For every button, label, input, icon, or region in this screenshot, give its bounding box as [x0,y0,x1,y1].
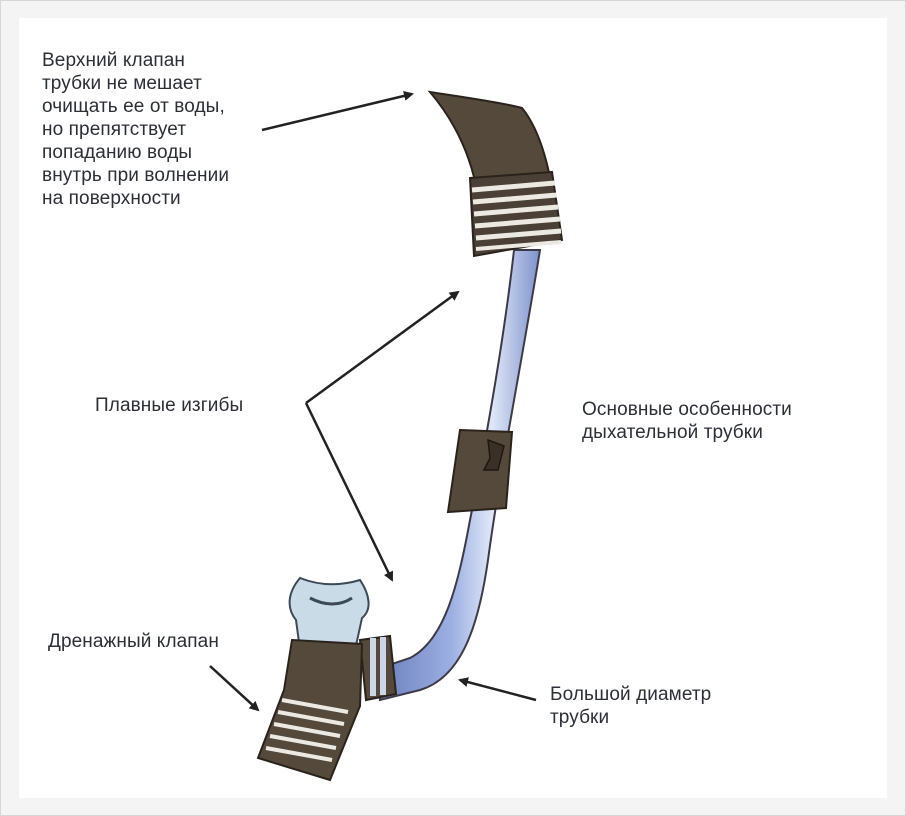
mouthpiece [288,576,370,651]
snorkel-tube [379,249,542,702]
top-ribbed-collar [468,170,564,258]
connector-rings [358,634,398,702]
label-smooth-bends: Плавные изгибы [95,395,244,416]
arrow-bend-upper [305,290,460,405]
arrow-large-diameter [458,677,537,702]
arrow-bend-lower [304,402,394,582]
label-drain-valve: Дренажный клапан [48,631,219,652]
mask-clip [446,428,514,514]
top-valve-body [427,90,554,198]
arrow-drain-valve [209,665,260,712]
drain-valve-ribs [265,698,349,762]
drain-valve-housing [256,638,364,782]
arrow-top-valve [261,91,414,132]
label-main-features: Основные особенности дыхательной трубки [582,399,792,443]
label-large-diameter: Большой диаметр трубки [550,684,712,728]
label-top-valve: Верхний клапан трубки не мешает очищать … [42,50,230,209]
